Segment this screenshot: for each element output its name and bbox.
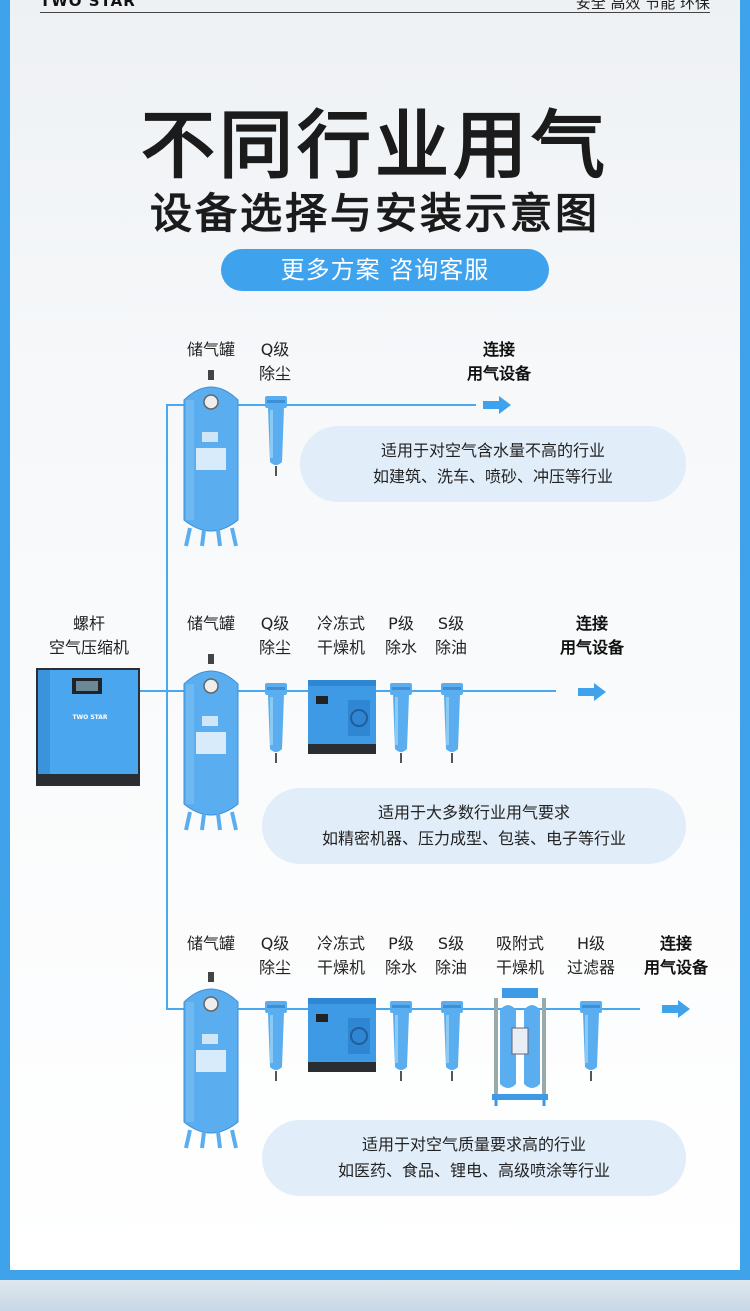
filter-icon <box>390 1001 412 1081</box>
arrow-right-icon <box>483 396 511 414</box>
pipe-row-1 <box>166 404 476 406</box>
row-3-note: 适用于对空气质量要求高的行业 如医药、食品、锂电、高级喷涂等行业 <box>262 1120 686 1196</box>
row-1-q-filter-label: Q级 除尘 <box>258 340 291 383</box>
row-3-note-line-1: 适用于对空气质量要求高的行业 <box>361 1135 586 1154</box>
filter-icon <box>441 683 463 763</box>
row-3-h-filter-label: H级 过滤器 <box>566 934 615 977</box>
row-3-s-filter-label: S级 除油 <box>434 934 467 977</box>
row-2-connect-label: 连接 用气设备 <box>559 614 624 657</box>
refrigerated-dryer-icon <box>308 998 376 1072</box>
row-3-refrigerated-dryer-label: 冷冻式 干燥机 <box>316 934 365 977</box>
consult-button[interactable]: 更多方案 咨询客服 <box>221 249 549 291</box>
refrigerated-dryer-icon <box>308 680 376 754</box>
page-subtitle: 设备选择与安装示意图 <box>149 189 600 238</box>
row-1-note-line-1: 适用于对空气含水量不高的行业 <box>380 441 605 460</box>
tank-icon <box>183 370 239 547</box>
footer-strip <box>0 1280 750 1311</box>
row-3-connect-label: 连接 用气设备 <box>643 934 708 977</box>
row-3-tank-label: 储气罐 <box>186 934 235 953</box>
slogan: 安全 高效 节能 环保 <box>575 0 710 12</box>
filter-icon <box>390 683 412 763</box>
row-2-tank-label: 储气罐 <box>186 614 235 633</box>
filter-icon <box>265 683 287 763</box>
filter-icon <box>265 396 287 476</box>
row-2-note-line-1: 适用于大多数行业用气要求 <box>377 803 570 822</box>
row-3-adsorption-dryer-label: 吸附式 干燥机 <box>495 934 544 977</box>
row-2-p-filter-label: P级 除水 <box>384 614 417 657</box>
arrow-right-icon <box>578 683 606 701</box>
row-1-tank-label: 储气罐 <box>186 340 235 359</box>
row-2-note-line-2: 如精密机器、压力成型、包装、电子等行业 <box>321 829 626 848</box>
tank-icon <box>183 972 239 1149</box>
compressor-nameplate: TWO STAR <box>72 714 108 721</box>
adsorption-dryer-icon <box>492 988 548 1106</box>
tank-icon <box>183 654 239 831</box>
row-2-note: 适用于大多数行业用气要求 如精密机器、压力成型、包装、电子等行业 <box>262 788 686 864</box>
row-3-p-filter-label: P级 除水 <box>384 934 417 977</box>
row-1-note: 适用于对空气含水量不高的行业 如建筑、洗车、喷砂、冲压等行业 <box>300 426 686 502</box>
filter-icon <box>441 1001 463 1081</box>
row-2-s-filter-label: S级 除油 <box>434 614 467 657</box>
row-1-connect-label: 连接 用气设备 <box>466 340 531 383</box>
row-2-refrigerated-dryer-label: 冷冻式 干燥机 <box>316 614 365 657</box>
filter-icon <box>580 1001 602 1081</box>
arrow-right-icon <box>662 1000 690 1018</box>
row-3-note-line-2: 如医药、食品、锂电、高级喷涂等行业 <box>337 1161 610 1180</box>
row-1-note-line-2: 如建筑、洗车、喷砂、冲压等行业 <box>372 467 613 486</box>
compressor-label: 螺杆 空气压缩机 <box>48 614 129 657</box>
brand-logo: TWO STAR <box>40 0 136 10</box>
compressor-icon <box>36 668 140 786</box>
row-2-q-filter-label: Q级 除尘 <box>258 614 291 657</box>
filter-icon <box>265 1001 287 1081</box>
pipe-compressor-out <box>140 690 170 692</box>
top-bar <box>40 0 710 13</box>
page-title: 不同行业用气 <box>141 103 609 189</box>
row-3-q-filter-label: Q级 除尘 <box>258 934 291 977</box>
pipe-main-vertical <box>166 404 168 1008</box>
